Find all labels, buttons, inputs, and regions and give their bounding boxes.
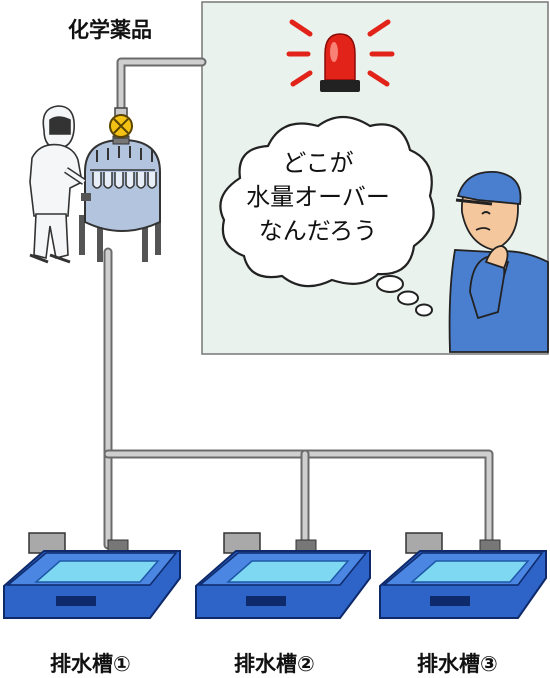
thought-line-3: なんだろう [258, 217, 378, 245]
drain-tank-1 [3, 532, 181, 619]
drain-tank-3 [379, 532, 547, 619]
pipe-network [103, 57, 494, 553]
chemical-label: 化学薬品 [68, 18, 152, 42]
thought-line-1: どこが [282, 149, 354, 177]
thought-bubble [219, 115, 435, 317]
tank-label-3: 排水槽③ [417, 652, 498, 676]
tank-label-1: 排水槽① [50, 652, 131, 676]
alarm-light-icon [286, 19, 395, 92]
operator-icon [29, 105, 86, 264]
thought-line-2: 水量オーバー [246, 183, 390, 211]
tank-label-2: 排水槽② [234, 652, 315, 676]
thought-text: どこが 水量オーバー なんだろう [232, 146, 404, 248]
worker-icon [448, 171, 549, 353]
valve-icon [109, 107, 133, 139]
drain-tank-2 [195, 532, 371, 619]
reactor-tank-icon [79, 135, 161, 262]
